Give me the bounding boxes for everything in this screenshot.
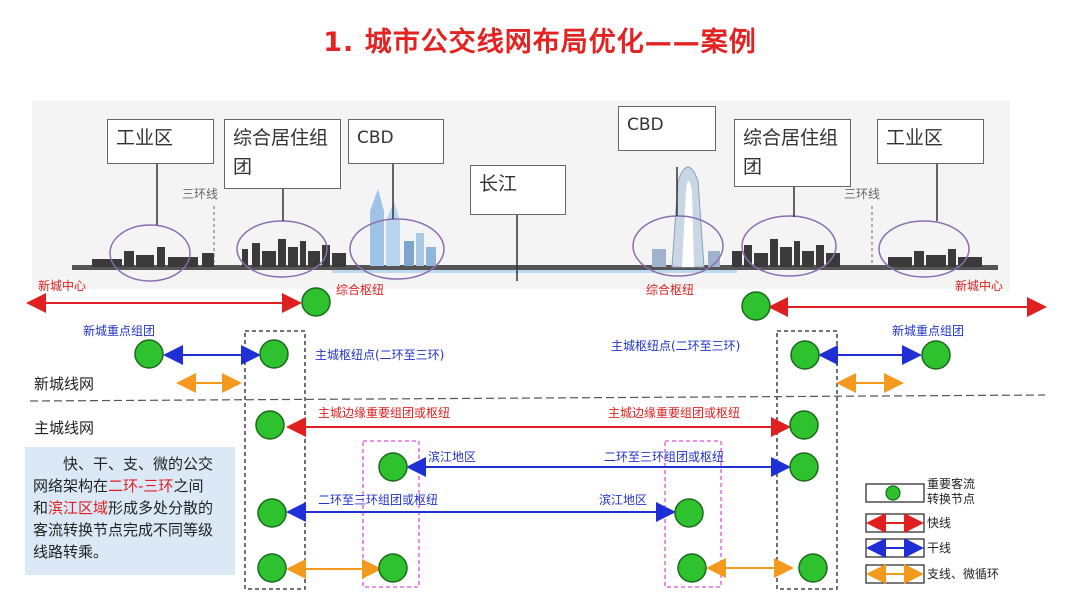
bottom-riverside-node-right [677,553,707,583]
ground-line [72,265,998,270]
label-new-city-center-right: 新城中心 [955,279,1004,293]
newcity-group-node-right [921,340,951,370]
right-city-silhouette [732,239,982,267]
riverside-node-right [674,498,704,528]
label-industrial-right: 工业区 [877,119,984,164]
riverside-node-left [378,452,408,482]
label-residential-right: 综合居住组团 [734,119,851,187]
note-line-4: 客流转换节点完成不同等级 [33,521,214,539]
edge-group-node-left [255,410,285,440]
note-line-2-highlight: 二环-三环 [108,477,174,495]
label-ring-group-left: 二环至三环组团或枢纽 [318,493,439,507]
note-line-1: 快、干、支、微的公交 [63,455,214,473]
label-residential-right-text: 综合居住组团 [743,127,839,178]
bottom-riverside-node-left [378,553,408,583]
label-main-hub-left: 主城枢纽点(二环至三环) [315,348,445,362]
label-riverside-left: 滨江地区 [428,450,477,464]
label-hub-right: 综合枢纽 [646,283,695,297]
hub-node-left [301,287,331,317]
note-line-2: 网络架构在二环-三环之间 [33,475,227,497]
bottom-node-left [257,553,287,583]
label-newcity-key-group-left: 新城重点组团 [83,324,156,338]
section-new-city-network: 新城线网 [34,375,95,393]
hub-node-right [741,291,771,321]
ring-group-node-right [789,452,819,482]
note-line-5: 线路转乘。 [33,543,109,561]
label-main-hub-right: 主城枢纽点(二环至三环) [611,339,741,353]
label-edge-group-right: 主城边缘重要组团或枢纽 [608,406,741,420]
ring-group-node-left [257,498,287,528]
main-city-node-column-left [244,330,306,590]
note-line-2-b: 之间 [173,477,204,495]
note-line-3-highlight: 滨江区域 [48,499,109,517]
label-hub-left: 综合枢纽 [336,283,385,297]
skyline-illustration: 工业区 综合居住组团 CBD 长江 CBD 综合居住组团 工业区 三环线 三环线 [32,101,1010,289]
legend-node-label-1: 重要客流 [927,477,976,491]
page-title: 1. 城市公交线网布局优化——案例 [323,27,757,58]
ring-label-left: 三环线 [182,187,219,201]
label-cbd-left: CBD [348,119,444,164]
bottom-node-right [798,553,828,583]
legend-branch-label: 支线、微循环 [927,567,1000,581]
label-industrial-left: 工业区 [107,119,214,164]
newcity-group-node-left [134,339,164,369]
label-river: 长江 [470,165,566,215]
label-cbd-right: CBD [618,106,716,151]
label-residential-left: 综合居住组团 [224,119,341,189]
section-main-city-network: 主城线网 [34,419,95,437]
label-new-city-center-left: 新城中心 [38,279,87,293]
label-ring-group-right: 二环至三环组团或枢纽 [604,450,725,464]
cbd-left-ellipse [349,218,445,280]
industrial-zone-right-ellipse [878,220,970,278]
note-line-3-a: 和 [33,499,49,517]
label-newcity-key-group-right: 新城重点组团 [892,324,965,338]
industrial-zone-left-ellipse [109,224,191,282]
residential-left-ellipse [236,220,328,278]
residential-right-ellipse [741,215,837,277]
skyline-svg [72,164,998,282]
ring-label-right: 三环线 [844,187,881,201]
legend-trunk-label: 干线 [927,541,952,555]
cbd-right-ellipse [632,215,724,277]
edge-group-node-right [789,410,819,440]
main-hub-node-right [790,340,820,370]
label-edge-group-left: 主城边缘重要组团或枢纽 [318,406,451,420]
left-cbd-towers [370,189,436,266]
network-divider [29,394,1046,402]
legend-node-icon [885,485,901,501]
main-hub-node-left [259,339,289,369]
note-line-3-b: 形成多处分散的 [108,499,214,517]
legend-express-label: 快线 [927,516,952,530]
legend-node-label-2: 转换节点 [927,492,976,506]
note-line-3: 和滨江区域形成多处分散的 [33,497,227,519]
explanation-note: 快、干、支、微的公交 网络架构在二环-三环之间 和滨江区域形成多处分散的 客流转… [25,447,235,575]
label-residential-left-text: 综合居住组团 [233,127,329,178]
note-line-2-a: 网络架构在 [33,477,109,495]
label-riverside-right: 滨江地区 [599,493,648,507]
